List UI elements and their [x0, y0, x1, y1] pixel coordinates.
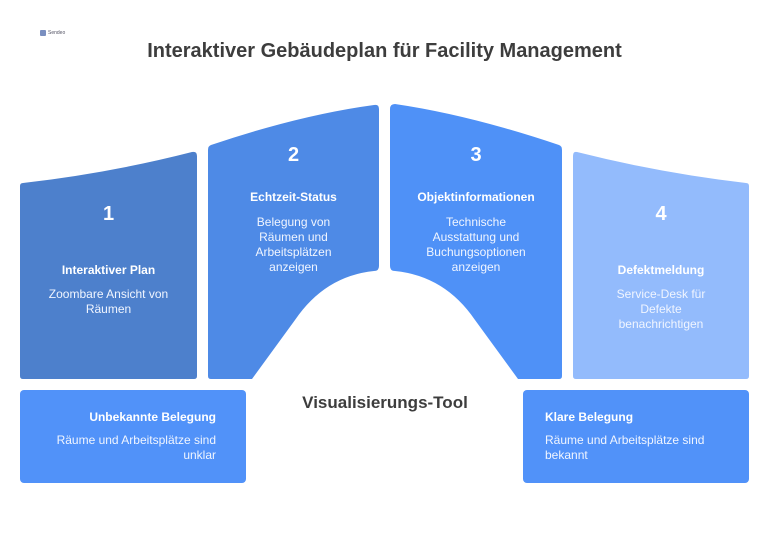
box-text: Räume und Arbeitsplätze sind bekannt: [545, 433, 705, 462]
column-2: 2 Echtzeit-Status Belegung von Räumen un…: [208, 144, 379, 275]
column-1: 1 Interaktiver Plan Zoombare Ansicht von…: [20, 203, 197, 317]
column-number: 4: [655, 203, 667, 225]
box-text: Räume und Arbeitsplätze sind unklar: [56, 433, 216, 462]
column-number: 1: [102, 203, 115, 225]
box-clear-occupancy: Klare Belegung Räume und Arbeitsplätze s…: [523, 390, 749, 483]
box-heading: Unbekannte Belegung: [89, 410, 216, 424]
column-heading: Echtzeit-Status: [250, 190, 337, 204]
column-number: 2: [287, 144, 300, 166]
column-3: 3 Objektinformationen Technische Ausstat…: [390, 144, 562, 275]
page-title: Interaktiver Gebäudeplan für Facility Ma…: [147, 40, 622, 62]
column-1-shape: [20, 151, 197, 379]
logo: Sendeo: [40, 30, 65, 36]
column-text: Service-Desk für Defekte benachrichtigen: [616, 287, 706, 331]
column-heading: Objektinformationen: [417, 190, 535, 204]
column-heading: Defektmeldung: [617, 263, 705, 277]
logo-icon: [40, 30, 46, 36]
column-heading: Interaktiver Plan: [61, 263, 156, 277]
column-number: 3: [470, 144, 482, 166]
column-4-shape: [573, 151, 749, 379]
column-3-shape: [390, 104, 562, 379]
logo-text: Sendeo: [48, 30, 66, 36]
box-heading: Klare Belegung: [545, 410, 634, 424]
center-label: Visualisierungs-Tool: [302, 393, 468, 412]
column-text: Zoombare Ansicht von Räumen: [48, 287, 169, 316]
column-text: Belegung von Räumen und Arbeitsplätzen a…: [255, 215, 332, 274]
column-4: 4 Defektmeldung Service-Desk für Defekte…: [573, 203, 749, 332]
column-2-shape: [208, 104, 379, 379]
box-unknown-occupancy: Unbekannte Belegung Räume und Arbeitsplä…: [20, 390, 246, 483]
column-text: Technische Ausstattung und Buchungsoptio…: [426, 215, 526, 274]
